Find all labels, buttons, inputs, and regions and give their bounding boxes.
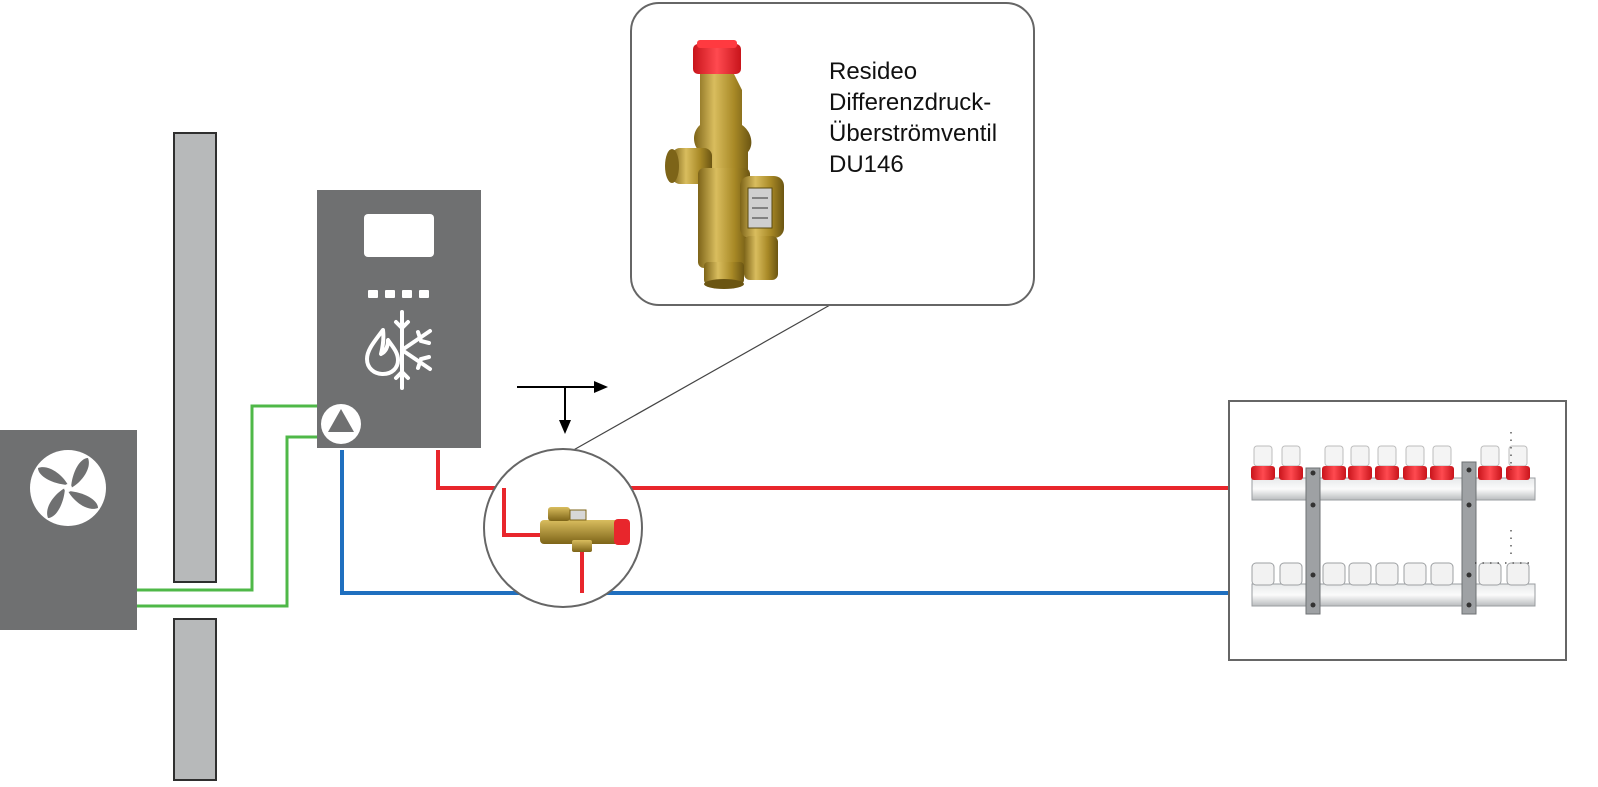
supply-valves: [1251, 445, 1530, 480]
indoor-unit: [317, 190, 481, 448]
callout-leader: [569, 304, 831, 453]
wall-lower: [173, 618, 217, 781]
supply-manifold-bar: [1251, 477, 1536, 501]
wall-upper: [173, 132, 217, 583]
bypass-valve-small: [540, 507, 630, 552]
control-buttons: [368, 290, 429, 298]
callout-line-model: DU146: [829, 151, 904, 178]
callout-line-type-1: Differenzdruck-: [829, 89, 992, 116]
refrigerant-lines: [137, 404, 318, 608]
pump-icon: [321, 404, 361, 444]
callout-box: [630, 2, 1035, 306]
fan-icon: [30, 450, 106, 526]
wall: [173, 132, 217, 781]
callout-line-type-2: Überströmventil: [829, 120, 998, 147]
callout-label: Resideo Differenzdruck- Überströmventil …: [829, 56, 1059, 180]
arrows-icon: [517, 381, 608, 434]
supply-pipe: [436, 450, 1252, 490]
dotted-marks: [1475, 432, 1530, 564]
valve-photo: [665, 40, 784, 289]
return-pipe: [340, 450, 1252, 595]
bracket-right: [1461, 461, 1477, 615]
return-valves: [1251, 562, 1530, 586]
return-manifold-bar: [1251, 583, 1536, 607]
bracket-left: [1305, 467, 1321, 615]
bypass-magnifier: [483, 448, 643, 608]
flame-snowflake-icon: [365, 310, 432, 390]
manifold-box: [1228, 400, 1567, 661]
outdoor-unit: [0, 430, 137, 630]
callout-line-brand: Resideo: [829, 58, 918, 85]
display-icon: [364, 214, 434, 257]
